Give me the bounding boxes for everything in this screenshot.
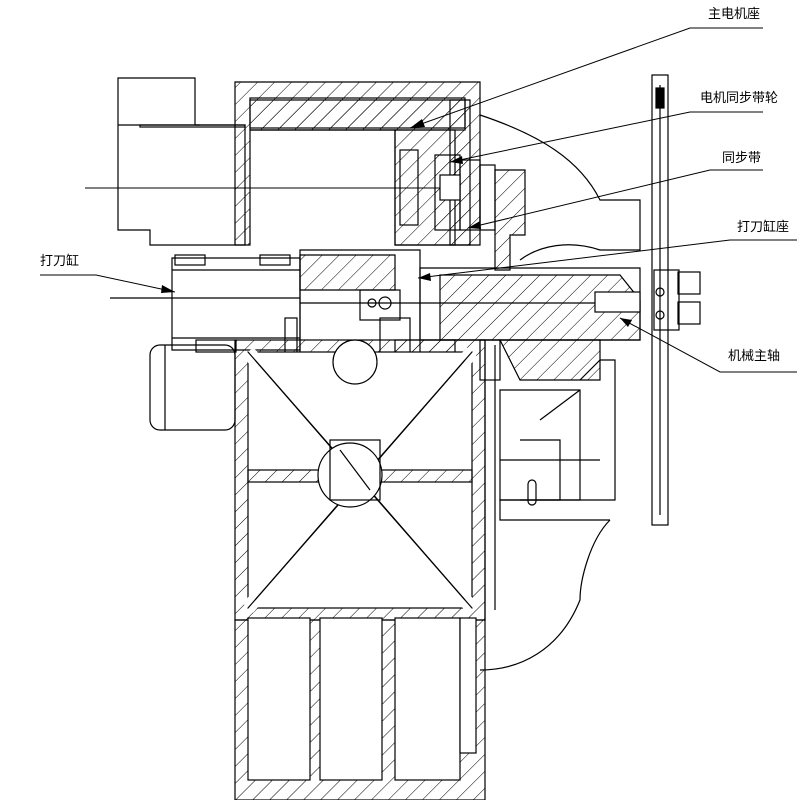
label-mechanical-spindle: 机械主轴 xyxy=(728,349,781,364)
lower-base xyxy=(234,617,486,800)
label-knife-cylinder: 打刀缸 xyxy=(40,254,80,269)
arrow-spindle xyxy=(620,318,632,327)
leader-spindle xyxy=(619,317,797,373)
arrow-belt xyxy=(468,221,481,229)
leader-belt xyxy=(467,169,763,229)
label-motor-sync-pulley: 电机同步带轮 xyxy=(700,91,779,106)
leader-cylinder xyxy=(40,274,176,293)
arrow-cylinder-seat xyxy=(418,273,431,281)
right-casting xyxy=(479,340,616,671)
pulley-cover-casting xyxy=(479,114,641,271)
small-motor xyxy=(149,344,236,431)
nose-plate xyxy=(651,74,701,526)
column-frame xyxy=(234,339,486,621)
knife-cylinder xyxy=(110,254,301,354)
arrow-motor-pulley xyxy=(450,156,463,164)
leader-lines xyxy=(40,27,797,373)
mechanical-spindle xyxy=(300,267,641,381)
arrow-cylinder xyxy=(161,285,175,293)
leader-motor-seat xyxy=(409,27,763,129)
arrow-motor-seat xyxy=(410,119,425,128)
label-knife-cylinder-seat: 打刀缸座 xyxy=(737,220,790,235)
leader-arrows xyxy=(161,119,632,327)
leader-motor-pulley xyxy=(449,111,763,163)
leader-cylinder-seat xyxy=(417,239,797,279)
label-main-motor-seat: 主电机座 xyxy=(708,7,761,22)
label-sync-belt: 同步带 xyxy=(722,151,762,166)
motor-pulley xyxy=(394,129,496,246)
